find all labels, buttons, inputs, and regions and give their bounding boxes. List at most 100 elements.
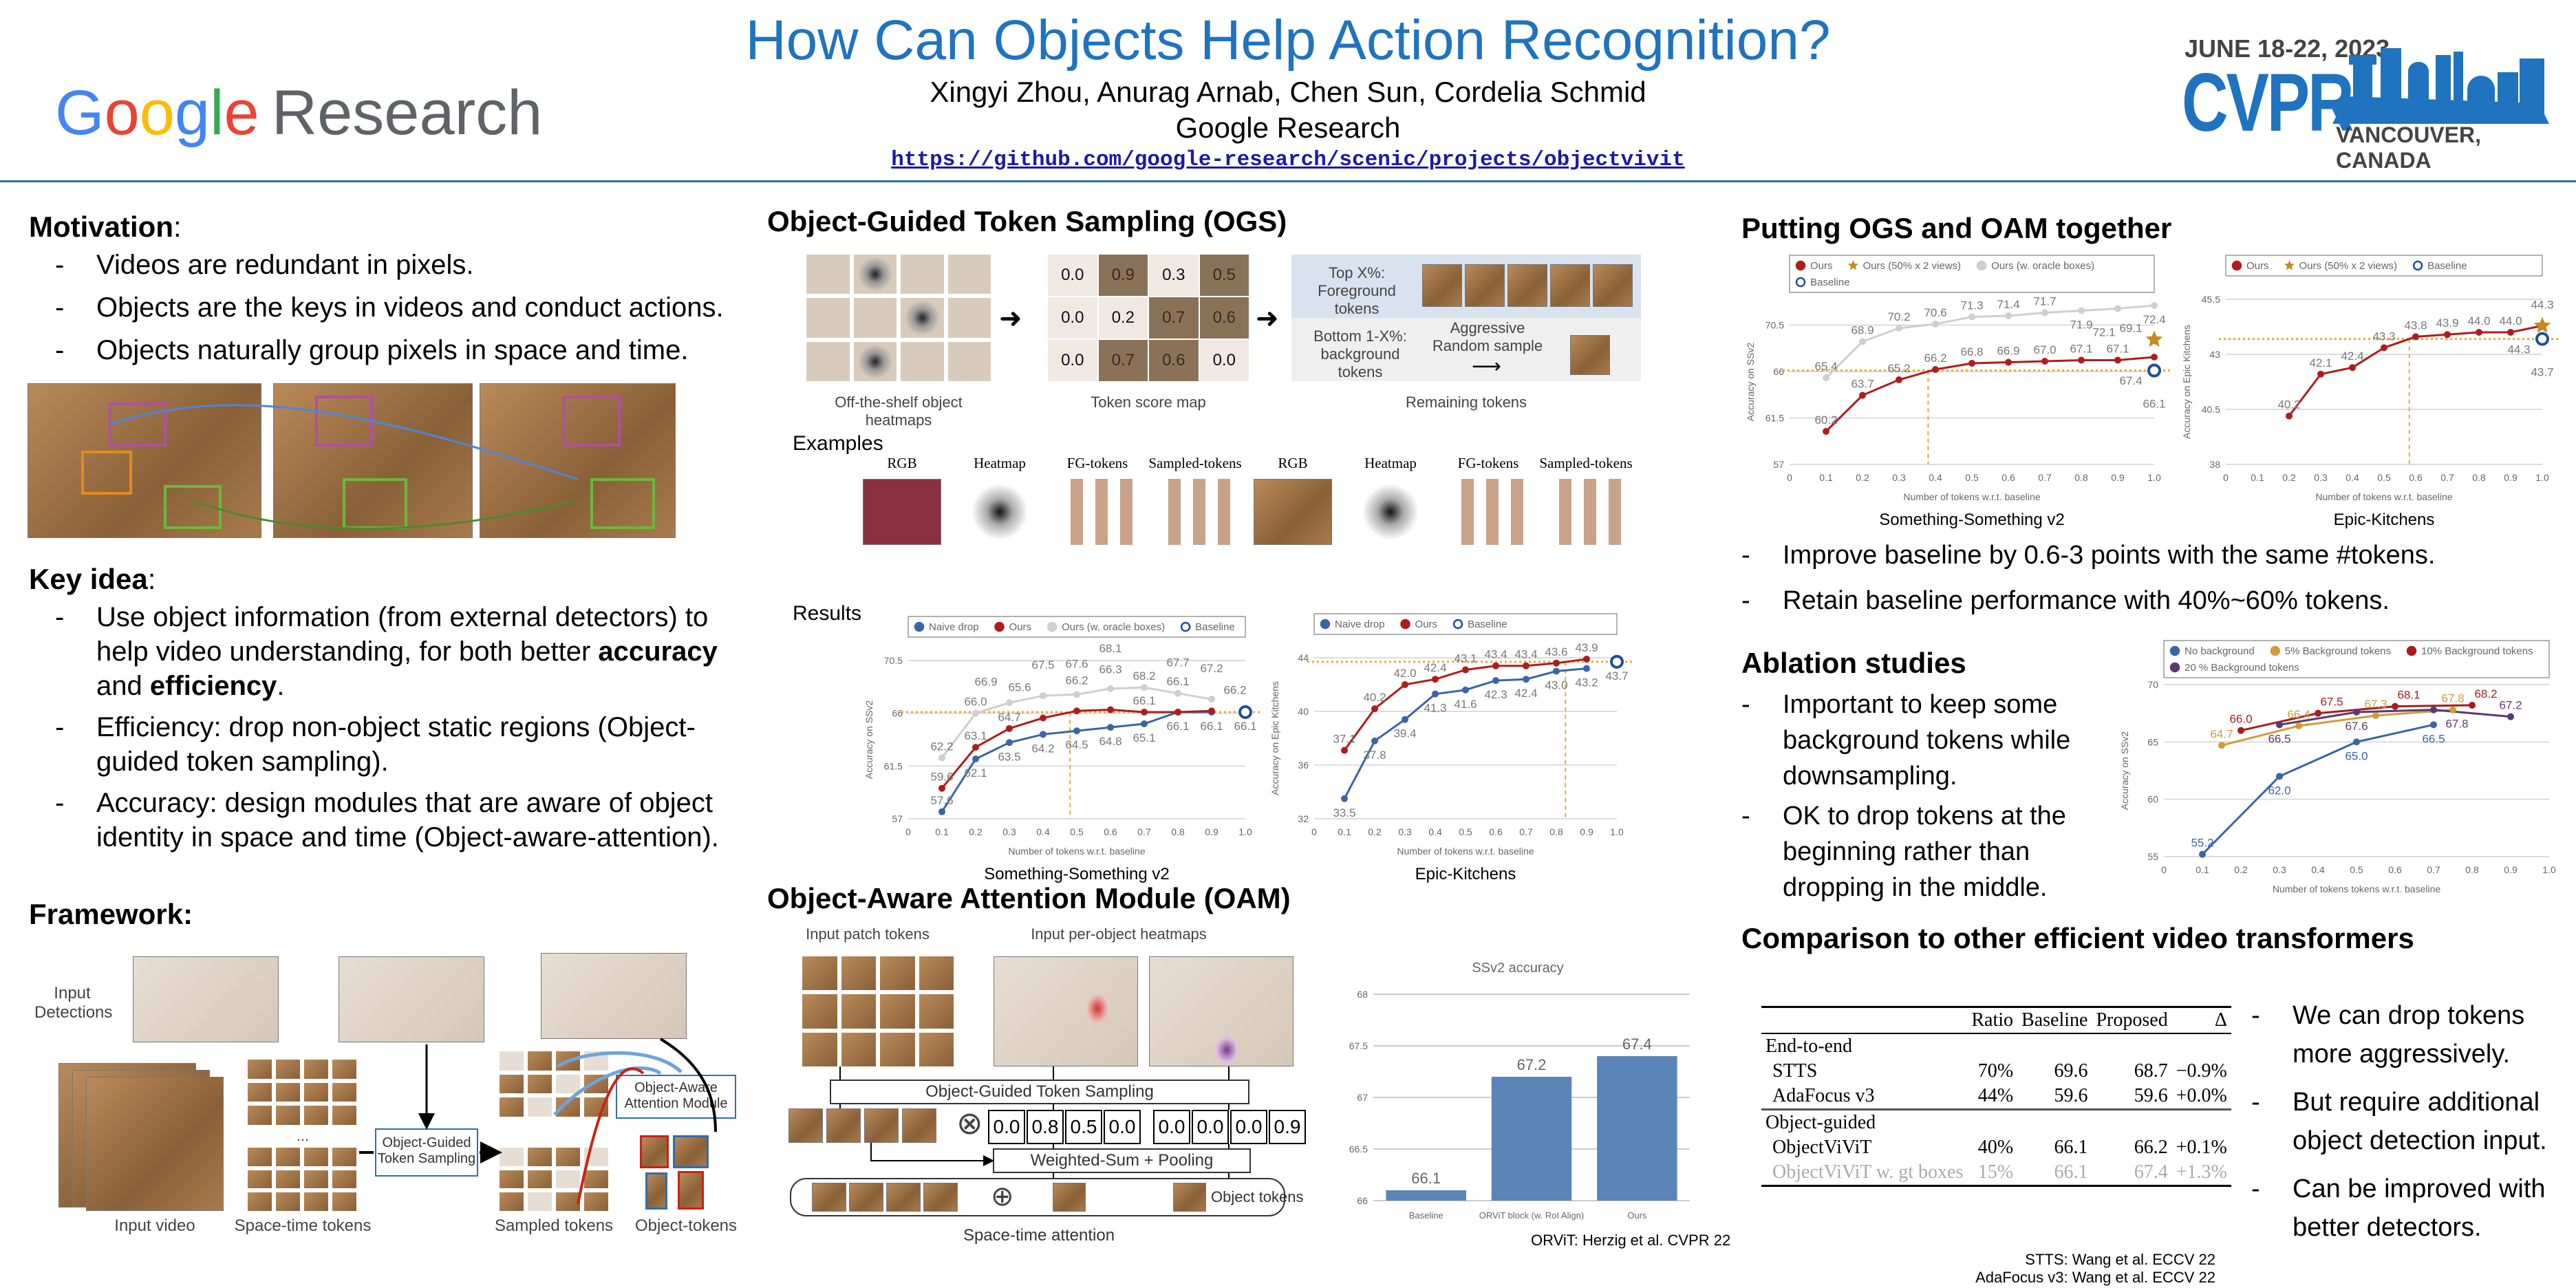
data-label: 67.4 (2119, 374, 2142, 387)
legend-label: No background (2185, 645, 2255, 657)
object-weight: 0.0 (1104, 1110, 1141, 1144)
google-letter: o (104, 78, 140, 148)
data-point (2430, 721, 2437, 729)
y-axis-label: Accuracy on Epic Kitchens (2181, 325, 2192, 439)
space-time-tokens-caption: Space-time tokens (234, 1216, 372, 1235)
data-label: 66.2 (1223, 683, 1246, 696)
series-line (2201, 723, 2434, 855)
data-label: 66.1 (1200, 720, 1223, 733)
motivation-list: Videos are redundant in pixels. Objects … (55, 248, 743, 367)
data-label: 44.3 (2531, 298, 2553, 311)
x-tick-label: 0.3 (1892, 472, 1906, 483)
legend-label: Naive drop (929, 621, 979, 633)
token-tile (500, 1074, 524, 1094)
table-cell: STTS (1772, 1060, 1818, 1082)
legend-marker (994, 621, 1005, 632)
x-tick-label: 0.1 (2196, 864, 2209, 875)
token-tile (841, 1032, 876, 1066)
token-tile (332, 1060, 356, 1079)
data-point (1583, 655, 1590, 663)
weighted-sum-block: Weighted-Sum + Pooling (993, 1148, 1251, 1173)
remaining-tokens-caption: Remaining tokens (1405, 394, 1527, 411)
x-tick-label: 0.5 (2350, 864, 2363, 875)
data-point (1523, 676, 1530, 683)
legend-label: Baseline (1810, 277, 1850, 288)
heatmap-tile (901, 298, 944, 338)
data-point (1174, 708, 1181, 716)
token-tile (332, 1082, 356, 1102)
data-point (2392, 702, 2398, 710)
legend-label: 20 % Background tokens (2185, 662, 2299, 674)
token-tile (919, 994, 954, 1029)
sampled-token-grid (500, 1148, 608, 1211)
x-tick-label: 0.3 (1398, 826, 1412, 837)
x-tick-label: 0 (905, 826, 911, 837)
legend-label: Ours (w. oracle boxes) (1991, 260, 2094, 272)
data-label: 67.3 (2364, 698, 2387, 711)
y-tick-label: 70 (2147, 679, 2158, 690)
oam-module-box: Object-Aware Attention Module (616, 1075, 736, 1119)
x-tick-label: 0.1 (935, 826, 949, 837)
data-point (972, 744, 979, 751)
object-weight: 0.0 (988, 1110, 1025, 1144)
data-label: 64.5 (1065, 738, 1088, 751)
data-point (972, 755, 979, 763)
table-cell: 66.2 (2134, 1137, 2168, 1158)
data-label: 42.4 (1514, 687, 1537, 700)
sampled-token (864, 1108, 899, 1143)
heatmap-tile (901, 341, 944, 381)
legend-label: Ours (1810, 260, 1833, 272)
data-point (2151, 302, 2158, 309)
data-label: 67.1 (2106, 343, 2129, 356)
token (923, 1183, 958, 1212)
x-tick-label: 0.4 (1036, 826, 1050, 837)
token-tile (276, 1106, 300, 1125)
y-tick-label: 45.5 (2202, 294, 2220, 305)
legend-marker (914, 621, 925, 632)
x-tick-label: 0.5 (1965, 472, 1979, 483)
chart-svg: SSv2 accuracy6666.56767.56866.1Baseline6… (1349, 960, 1690, 1221)
legend-label: Ours (2246, 260, 2269, 272)
x-tick-label: 0.4 (1428, 826, 1442, 837)
data-label: 63.7 (1851, 378, 1874, 391)
google-letter: G (55, 78, 105, 148)
data-label: 66.1 (2143, 398, 2165, 411)
data-point (1968, 313, 1975, 321)
token-tile (500, 1192, 524, 1211)
token-score: 0.0 (1048, 340, 1097, 381)
legend-marker (1452, 619, 1463, 630)
legend-marker (2284, 260, 2295, 270)
detection-frame (541, 953, 687, 1039)
data-point (1896, 376, 1902, 383)
github-link[interactable]: https://github.com/google-research/sceni… (891, 148, 1685, 172)
legend-label: 5% Background tokens (2285, 645, 2391, 657)
data-label: 71.4 (1997, 298, 2019, 311)
data-point (1823, 428, 1829, 435)
y-tick-label: 61.5 (884, 760, 903, 771)
oam-arrows (839, 1066, 1230, 1179)
legend (1313, 613, 1618, 635)
data-point (1073, 691, 1080, 698)
data-point (1208, 707, 1215, 715)
example-column-label: RGB (1244, 454, 1342, 472)
token-score: 0.7 (1149, 297, 1199, 339)
x-tick-label: 0.1 (2251, 472, 2264, 483)
data-point (2276, 773, 2283, 780)
token-score: 0.5 (1199, 255, 1249, 296)
data-label: 62.2 (930, 740, 953, 753)
arrow-right-icon: ⟶ (1472, 355, 1502, 378)
token-tile (304, 1082, 328, 1102)
x-tick-label: 0.8 (2074, 472, 2088, 483)
together-heading: Putting OGS and OAM together (1741, 212, 2172, 244)
table-cell: 69.6 (2054, 1060, 2088, 1082)
heatmap-tile (901, 255, 944, 294)
data-point (2286, 412, 2293, 420)
data-label: 66.1 (1133, 694, 1155, 707)
data-label: 71.9 (2070, 319, 2092, 332)
